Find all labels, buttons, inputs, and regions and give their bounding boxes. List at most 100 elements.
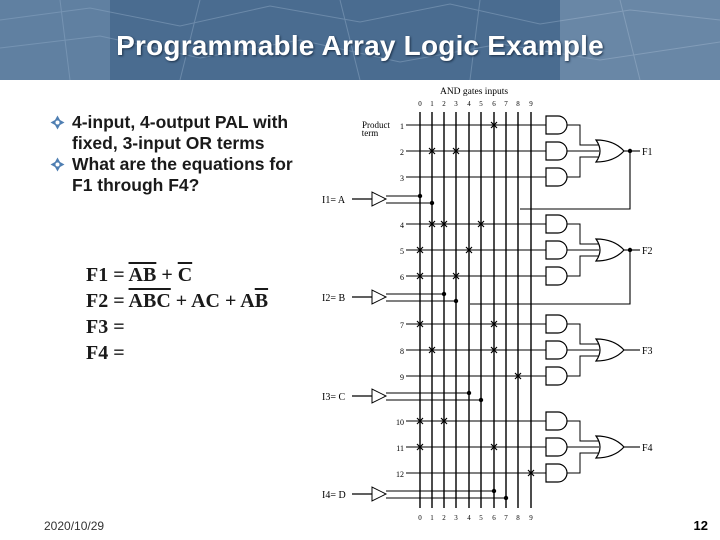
fuse-x-mark xyxy=(514,372,522,380)
gate-array xyxy=(371,115,625,502)
equation-f3: F3 = xyxy=(86,314,268,340)
true-input-wire xyxy=(386,293,445,296)
or-input-wire xyxy=(567,156,599,178)
or-gate-icon xyxy=(594,238,625,262)
column-number-bottom: 4 xyxy=(467,514,471,522)
product-term-number: 1 xyxy=(400,122,404,131)
column-number-bottom: 2 xyxy=(442,514,446,522)
column-number-bottom: 9 xyxy=(529,514,533,522)
bullet-text: What are the equations for F1 through F4… xyxy=(72,154,293,195)
eq-term: C xyxy=(177,264,193,286)
fuse-x-mark xyxy=(452,272,460,280)
or-gate-icon xyxy=(594,435,625,459)
fuse-x-mark xyxy=(490,121,498,129)
column-number-bottom: 0 xyxy=(418,514,422,522)
product-term-number: 7 xyxy=(400,321,404,330)
fuse-x-mark xyxy=(428,147,436,155)
column-number-top: 6 xyxy=(492,100,496,108)
junction-dot xyxy=(453,298,459,304)
or-input-wire xyxy=(567,452,599,474)
bullet-item: 4-input, 4-output PAL with fixed, 3-inpu… xyxy=(50,112,310,154)
footer-date: 2020/10/29 xyxy=(44,519,105,533)
fuse-x-mark xyxy=(416,246,424,254)
slide-title: Programmable Array Logic Example xyxy=(116,30,604,61)
true-input-wire xyxy=(386,195,421,198)
eq-term: AC xyxy=(191,290,220,312)
page-number: 12 xyxy=(693,518,708,533)
column-number-bottom: 3 xyxy=(454,514,458,522)
column-number-top: 7 xyxy=(504,100,508,108)
column-number-top: 4 xyxy=(467,100,471,108)
and-gate-icon xyxy=(545,314,568,334)
product-term-number: 5 xyxy=(400,247,404,256)
and-gate-icon xyxy=(545,167,568,187)
diamond-bullet-icon xyxy=(50,115,65,130)
fuse-x-mark xyxy=(490,346,498,354)
output-label: F2 xyxy=(642,246,653,257)
input-label: I3= C xyxy=(322,392,345,403)
equation-f4: F4 = xyxy=(86,340,268,366)
column-number-top: 8 xyxy=(516,100,520,108)
junction-dot xyxy=(627,247,633,253)
diamond-bullet-icon xyxy=(50,157,65,172)
column-number-top: 2 xyxy=(442,100,446,108)
or-input-wire xyxy=(567,355,599,377)
eq-term: A xyxy=(128,264,143,286)
product-term-number: 4 xyxy=(400,221,404,230)
junction-dot xyxy=(627,148,633,154)
equation-f2: F2 = ABC + AC + AB xyxy=(86,288,268,314)
junction-dot xyxy=(478,397,484,403)
input-label: I4= D xyxy=(322,490,346,501)
product-term-number: 11 xyxy=(396,444,404,453)
or-input-wire xyxy=(567,223,599,245)
eq-op: + xyxy=(175,290,188,312)
fuse-x-mark xyxy=(477,220,485,228)
product-term-number: 6 xyxy=(400,273,404,282)
eq-lhs: F2 xyxy=(86,290,109,312)
column-number-top: 5 xyxy=(479,100,483,108)
equations-block: F1 = AB + C F2 = ABC + AC + AB F3 = F4 = xyxy=(86,262,268,366)
input-buffer-icon xyxy=(371,388,388,404)
eq-lhs: F3 xyxy=(86,316,109,338)
or-gate-icon xyxy=(594,139,625,163)
column-number-bottom: 8 xyxy=(516,514,520,522)
eq-term: A xyxy=(240,290,255,312)
input-buffer-icon xyxy=(371,486,388,502)
input-buffer-icon xyxy=(371,289,388,305)
equation-f1: F1 = AB + C xyxy=(86,262,268,288)
true-input-wire xyxy=(386,490,495,493)
and-gate-icon xyxy=(545,266,568,286)
product-term-number: 2 xyxy=(400,148,404,157)
fuse-x-mark xyxy=(440,220,448,228)
fuse-x-mark xyxy=(465,246,473,254)
column-number-top: 1 xyxy=(430,100,434,108)
column-number-bottom: 1 xyxy=(430,514,434,522)
bullet-list: 4-input, 4-output PAL with fixed, 3-inpu… xyxy=(50,112,310,196)
output-label: F1 xyxy=(642,147,653,158)
eq-lhs: F1 xyxy=(86,264,109,286)
fuse-x-mark xyxy=(416,417,424,425)
eq-op: + xyxy=(224,290,237,312)
bullet-text: 4-input, 4-output PAL with fixed, 3-inpu… xyxy=(72,112,289,153)
or-input-wire xyxy=(567,255,599,277)
and-gate-icon xyxy=(545,463,568,483)
and-gate-icon xyxy=(545,437,568,457)
junction-dot xyxy=(417,193,423,199)
fuse-x-mark xyxy=(452,147,460,155)
or-gate-icon xyxy=(594,338,625,362)
eq-op: + xyxy=(161,264,173,286)
fuse-x-mark xyxy=(428,346,436,354)
fuse-x-mark xyxy=(428,220,436,228)
and-gate-icon xyxy=(545,366,568,386)
and-gate-icon xyxy=(545,214,568,234)
product-term-number: 9 xyxy=(400,373,404,382)
fuse-x-mark xyxy=(416,320,424,328)
column-number-bottom: 5 xyxy=(479,514,483,522)
input-label: I2= B xyxy=(322,293,345,304)
product-term-number: 10 xyxy=(396,418,404,427)
eq-lhs: F4 xyxy=(86,342,109,364)
column-number-bottom: 6 xyxy=(492,514,496,522)
connection-grid xyxy=(352,112,640,508)
